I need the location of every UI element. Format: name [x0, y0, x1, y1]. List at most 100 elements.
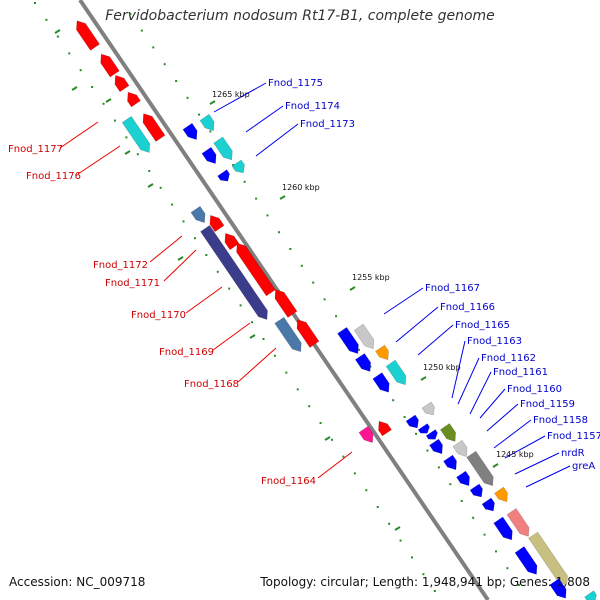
guide-dot [273, 354, 276, 357]
guide-dot [113, 119, 116, 122]
scale-tick [279, 195, 286, 200]
gene-arrow-shape [358, 425, 374, 443]
guide-dot [426, 449, 429, 452]
gene-label[interactable]: Fnod_1172 [93, 260, 148, 271]
guide-dot [163, 63, 166, 66]
gene-arrow-shape [452, 439, 468, 457]
leader-line [213, 82, 267, 113]
gene-arrow [353, 323, 375, 350]
gene-label[interactable]: Fnod_1176 [26, 171, 81, 182]
gene-arrow-shape [296, 319, 320, 348]
leader-line [163, 249, 197, 282]
gene-label[interactable]: Fnod_1175 [268, 78, 323, 89]
gene-label[interactable]: Fnod_1168 [184, 379, 239, 390]
gene-arrow-shape [466, 450, 494, 487]
guide-dot [472, 516, 475, 519]
gene-label[interactable]: Fnod_1162 [481, 353, 536, 364]
gene-arrow [378, 420, 392, 437]
gene-label[interactable]: Fnod_1170 [131, 310, 186, 321]
guide-dot [312, 281, 315, 284]
guide-dot [433, 590, 436, 592]
guide-dot [175, 80, 178, 82]
gene-arrow-shape [121, 116, 151, 153]
gene-arrow-shape [190, 205, 206, 223]
gene-label[interactable]: Fnod_1171 [105, 278, 160, 289]
leader-line [317, 451, 353, 479]
guide-dot [232, 164, 235, 166]
gene-arrow [114, 75, 130, 93]
gene-label[interactable]: nrdR [561, 448, 585, 459]
leader-line [451, 340, 466, 399]
guide-dot [300, 264, 303, 267]
guide-dot [399, 539, 402, 542]
gene-arrow-shape [114, 75, 130, 93]
guide-dot [251, 321, 254, 324]
guide-dot [209, 130, 212, 133]
guide-dot [125, 136, 128, 139]
map-title: Fervidobacterium nodosum Rt17-B1, comple… [105, 8, 495, 24]
gene-arrow [337, 326, 359, 354]
gene-arrow-shape [213, 136, 233, 161]
scale-tick [177, 256, 184, 261]
gene-arrow-shape [355, 353, 371, 372]
gene-label[interactable]: Fnod_1169 [159, 347, 214, 358]
gene-label[interactable]: Fnod_1177 [8, 144, 63, 155]
gene-label[interactable]: Fnod_1164 [261, 476, 316, 487]
guide-dot [296, 388, 299, 391]
gene-arrow [217, 169, 230, 182]
guide-dot [308, 405, 311, 408]
leader-line [469, 371, 492, 415]
guide-dot [353, 472, 356, 475]
guide-dot [255, 197, 258, 200]
gene-label[interactable]: Fnod_1160 [507, 384, 562, 395]
gene-arrow-shape [199, 113, 215, 131]
gene-label[interactable]: Fnod_1159 [520, 399, 575, 410]
gene-features [76, 20, 597, 600]
gene-label[interactable]: Fnod_1157 [547, 431, 600, 442]
scale-label: 1245 kbp [496, 450, 534, 459]
gene-label[interactable]: Fnod_1174 [285, 101, 340, 112]
gene-arrow-shape [514, 546, 538, 575]
gene-arrow-shape [494, 486, 508, 503]
guide-dot [388, 522, 391, 525]
guide-dot [186, 96, 189, 99]
scale-ticks [54, 29, 499, 531]
leader-line [486, 403, 519, 432]
gene-label[interactable]: Fnod_1165 [455, 320, 510, 331]
gene-arrow-shape [100, 53, 120, 78]
leader-line [383, 287, 424, 315]
gene-arrow [224, 233, 240, 251]
gene-arrow [358, 425, 374, 443]
gene-arrow [142, 113, 166, 142]
gene-arrow-shape [456, 470, 470, 487]
gene-label[interactable]: Fnod_1161 [493, 367, 548, 378]
gene-label[interactable]: Fnod_1163 [467, 336, 522, 347]
gene-arrow [425, 429, 438, 440]
gene-label[interactable]: Fnod_1173 [300, 119, 355, 130]
gene-arrow-shape [231, 159, 245, 174]
guide-dot [410, 556, 413, 559]
guide-dot [331, 438, 334, 441]
gene-label[interactable]: Fnod_1167 [425, 283, 480, 294]
guide-dot [422, 573, 425, 576]
scale-label: 1255 kbp [352, 273, 390, 282]
guide-dot [449, 483, 452, 486]
gene-arrow-shape [76, 20, 100, 51]
gene-label[interactable]: Fnod_1158 [533, 415, 588, 426]
gene-arrow-shape [405, 414, 419, 429]
guide-dot [243, 180, 246, 183]
guide-dot [45, 18, 48, 21]
guide-dot [517, 584, 520, 586]
guide-dot [323, 298, 326, 301]
guide-dot [34, 2, 36, 4]
guide-dot [342, 455, 345, 458]
guide-dot [140, 29, 143, 32]
gene-label[interactable]: Fnod_1166 [440, 302, 495, 313]
gene-arrow [493, 516, 513, 541]
scale-tick [209, 100, 216, 105]
gene-arrow-shape [549, 578, 567, 599]
guide-dot [289, 248, 292, 250]
gene-arrow [456, 470, 470, 487]
gene-label[interactable]: greA [572, 461, 595, 472]
